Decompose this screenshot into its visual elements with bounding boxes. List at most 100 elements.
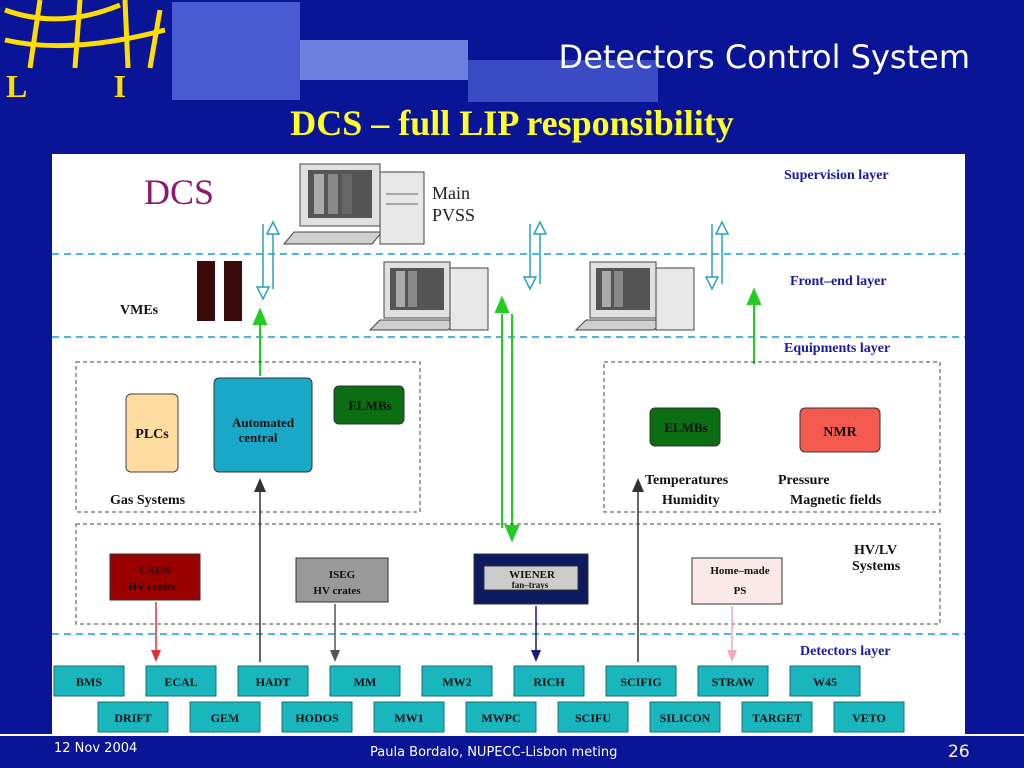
detector-label-rich: RICH — [533, 675, 565, 689]
equipment-arrows — [252, 287, 762, 543]
footer-presenter: Paula Bordalo, NUPECC-Lisbon meting — [370, 745, 618, 760]
detector-box-scifu — [557, 701, 629, 733]
nmr-box — [799, 407, 881, 453]
elmbs-right-label: ELMBs — [664, 420, 707, 435]
hvlv-label-1: HV/LV — [854, 543, 897, 558]
layer-label-supervision: Supervision layer — [784, 168, 889, 183]
vmes-label: VMEs — [120, 303, 159, 318]
homemade-box — [691, 557, 783, 605]
supervision-arrows — [255, 220, 730, 301]
elmbs-right-box — [649, 407, 721, 447]
caen-label-1: CAEN — [139, 565, 170, 577]
layer-label-detectors: Detectors layer — [800, 644, 891, 659]
detector-label-silicon: SILICON — [660, 711, 711, 725]
slide-title: DCS – full LIP responsibility — [290, 103, 734, 143]
gas-systems-label: Gas Systems — [110, 493, 186, 508]
homemade-label-2: PS — [734, 585, 747, 597]
layer-label-equipments: Equipments layer — [784, 341, 890, 356]
detector-label-mwpc: MWPC — [481, 711, 520, 725]
detector-label-mm: MM — [354, 675, 377, 689]
detector-label-scifu: SCIFU — [575, 711, 611, 725]
homemade-label-1: Home–made — [710, 565, 769, 577]
detector-label-drift: DRIFT — [114, 711, 151, 725]
magnetic-fields-label: Magnetic fields — [790, 493, 882, 508]
detector-box-ecal — [145, 665, 217, 697]
footer-date: 12 Nov 2004 — [54, 741, 138, 756]
plcs-box — [125, 393, 179, 473]
detector-arrows — [151, 478, 737, 662]
detector-box-mw1 — [373, 701, 445, 733]
computer-main-icon — [282, 163, 425, 245]
detector-label-w45: W45 — [813, 675, 837, 689]
vme-crate-2 — [224, 261, 242, 321]
footer-page-number: 26 — [948, 742, 970, 762]
humidity-label: Humidity — [662, 493, 720, 508]
header-decoration — [172, 2, 300, 100]
vme-crate-1 — [197, 261, 215, 321]
dcs-label: DCS — [144, 172, 214, 212]
detector-label-gem: GEM — [211, 711, 240, 725]
footer-divider — [0, 734, 1024, 736]
detector-label-mw1: MW1 — [394, 711, 423, 725]
computer-frontend-2-icon — [574, 261, 695, 331]
detector-label-veto: VETO — [852, 711, 886, 725]
header-decoration — [300, 40, 468, 80]
sensors-box — [603, 361, 941, 513]
detector-box-veto — [833, 701, 905, 733]
detector-label-hodos: HODOS — [295, 711, 339, 725]
detector-box-straw — [697, 665, 769, 697]
temperatures-label: Temperatures — [645, 473, 729, 488]
iseg-box — [295, 557, 389, 603]
header-decoration — [468, 60, 658, 102]
iseg-label-1: ISEG — [329, 569, 356, 581]
automated-label-1: Automated — [232, 415, 295, 430]
detector-box-drift — [97, 701, 169, 733]
detector-box-bms — [53, 665, 125, 697]
hvlv-box — [75, 523, 941, 625]
elmbs-left-label: ELMBs — [348, 398, 391, 413]
wiener-label-2: fan–trays — [512, 580, 549, 590]
detector-box-hadt — [237, 665, 309, 697]
automated-label-2: central — [239, 430, 278, 445]
dcs-diagram: Supervision layer Front–end layer Equipm… — [52, 154, 965, 734]
detectors-row-2: DRIFT GEM HODOS MW1 MWPC SCIFU SILICON TARGET VE… — [97, 701, 905, 733]
elmbs-left-box — [333, 385, 405, 425]
caen-label-2: HV crates — [128, 581, 176, 593]
detector-label-ecal: ECAL — [164, 675, 197, 689]
layer-label-frontend: Front–end layer — [790, 274, 887, 289]
header-title: Detectors Control System — [558, 38, 970, 76]
detector-box-gem — [189, 701, 261, 733]
footer — [0, 736, 1024, 768]
layer-lines — [52, 253, 965, 635]
main-pvss-line2: PVSS — [432, 205, 475, 225]
plcs-label: PLCs — [135, 427, 169, 442]
main-pvss-line1: Main — [432, 183, 470, 203]
detector-label-bms: BMS — [76, 675, 102, 689]
iseg-label-2: HV crates — [313, 585, 361, 597]
detector-box-target — [741, 701, 813, 733]
detector-box-hodos — [281, 701, 353, 733]
wiener-label-1: WIENER — [509, 569, 556, 581]
detector-box-w45 — [789, 665, 861, 697]
detector-box-mm — [329, 665, 401, 697]
computer-frontend-1-icon — [368, 261, 489, 331]
lip-logo: L I P — [0, 0, 234, 104]
detector-box-silicon — [649, 701, 721, 733]
detector-label-hadt: HADT — [256, 675, 291, 689]
detector-box-scifig — [605, 665, 677, 697]
gas-systems-box — [75, 361, 421, 513]
detector-box-rich — [513, 665, 585, 697]
hvlv-label-2: Systems — [852, 559, 901, 574]
detector-label-mw2: MW2 — [442, 675, 471, 689]
logo-text: L I P — [6, 68, 170, 100]
caen-box — [109, 553, 201, 601]
detector-box-mw2 — [421, 665, 493, 697]
automated-central-box — [213, 377, 313, 473]
detector-label-target: TARGET — [752, 711, 802, 725]
pressure-label: Pressure — [778, 473, 830, 488]
nmr-label: NMR — [823, 425, 857, 440]
detector-label-straw: STRAW — [712, 675, 755, 689]
detectors-row-1: BMS ECAL HADT MM MW2 RICH SCIFIG STRAW W45 — [53, 665, 861, 697]
detector-box-mwpc — [465, 701, 537, 733]
detector-label-scifig: SCIFIG — [620, 675, 661, 689]
